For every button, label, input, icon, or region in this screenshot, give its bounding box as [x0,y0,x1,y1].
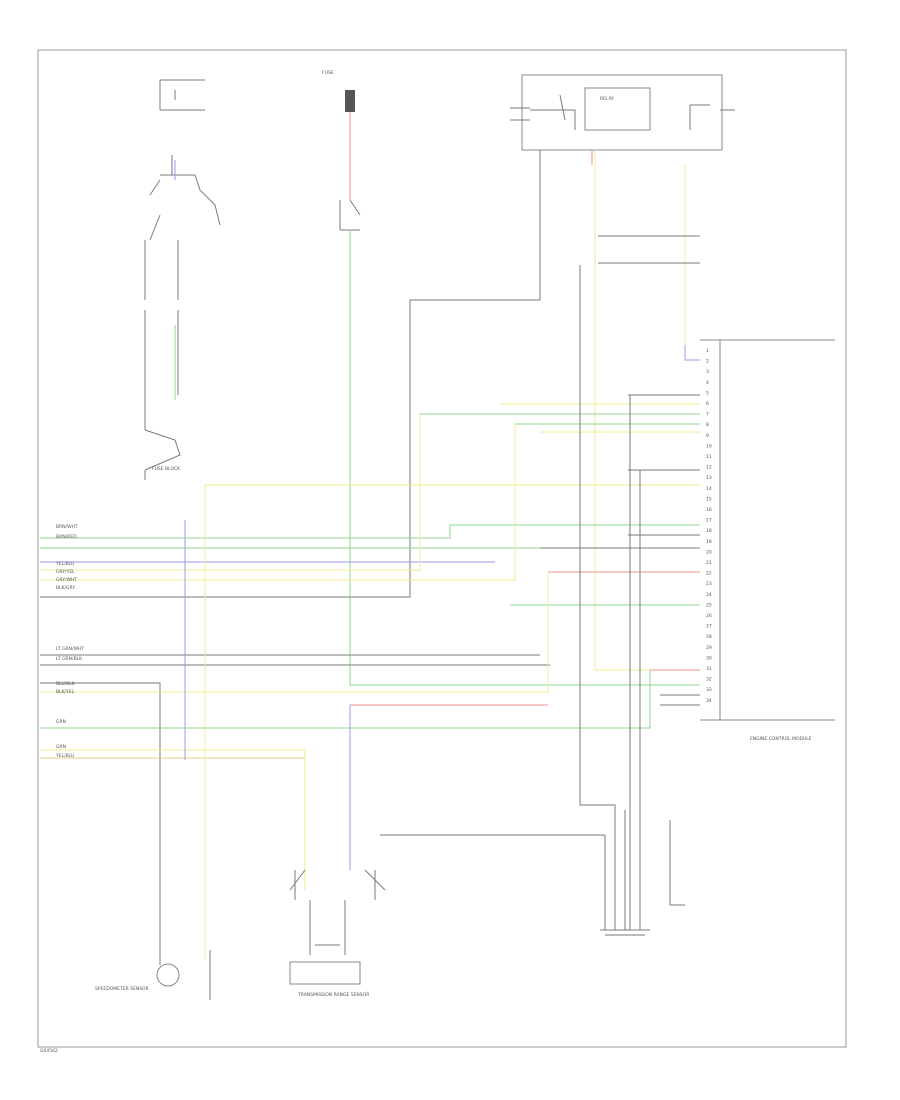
pcm-pin-number: 4 [706,380,709,386]
transmission-range-sensor: TRANSMISSION RANGE SENSOR [289,869,386,998]
wire-color-label: BRN/RED [56,534,77,540]
pcm-pin-number: 11 [706,454,712,460]
pcm-pin-number: 25 [706,602,712,608]
relay-label: RELAY [600,96,614,102]
pcm-pin-number: 5 [706,390,709,396]
wire-color-label: GRN [56,719,66,725]
pcm-pin-number: 17 [706,518,712,524]
wire-color-label: GRN [56,744,66,750]
fuse-block-cluster: FUSE BLOCK [144,79,221,480]
ground-symbols [600,904,685,936]
pcm-pin-number: 3 [706,369,709,375]
trans-sensor-label: TRANSMISSION RANGE SENSOR [297,992,369,998]
wire-color-label: YEL/BLU [55,561,74,567]
pcm-pin-number: 8 [706,422,709,428]
pcm-pin-number: 27 [706,624,712,630]
pcm-pin-number: 18 [706,528,712,534]
pcm-pin-number: 21 [706,560,712,566]
pcm-pin-number: 13 [706,475,712,481]
pcm-pin-number: 34 [706,698,712,704]
relay-box: RELAY [510,74,735,151]
pcm-pin-number: 1 [706,348,709,354]
wire-color-label: GRY/YEL [56,569,75,575]
footer-code: G04562 [40,1048,58,1054]
diagram-border [37,49,847,1048]
pcm-pin-number: 7 [706,412,709,418]
wire-color-label: LT GRN/WHT [56,646,84,652]
pcm-pin-number: 6 [706,401,709,407]
wire-color-label: LT GRN/BLK [56,656,83,662]
pcm-pin-number: 16 [706,507,712,513]
fuse-block-label: FUSE BLOCK [152,466,181,472]
pcm-label: ENGINE CONTROL MODULE [750,736,812,742]
pcm-pin-numbers: 1234567891011121314151617181920212223242… [706,348,712,704]
pcm-pin-number: 26 [706,613,712,619]
pcm-pin-number: 9 [706,433,709,439]
pcm-pin-number: 32 [706,677,712,683]
wire-color-label: YEL/BLU [55,753,74,759]
pcm-pin-number: 29 [706,645,712,651]
wire-color-label: GRY/WHT [56,577,77,583]
speedometer-sensor: SPEEDOMETER SENSOR [95,930,211,1000]
wire-color-label: BLK/GRY [56,585,75,591]
wire-labels-left: BRN/WHT BRN/RED YEL/BLU GRY/YEL GRY/WHT BLK/G… [55,524,84,759]
pcm-pin-number: 15 [706,496,712,502]
top-fuse-label: FUSE [322,70,334,76]
pcm-pin-number: 31 [706,666,712,672]
pcm-pin-number: 14 [706,486,712,492]
pcm-pin-number: 24 [706,592,712,598]
top-fuse-cluster: FUSE [322,70,361,685]
pcm-pin-number: 30 [706,655,712,661]
pcm-connector: ENGINE CONTROL MODULE [700,339,835,742]
pcm-pin-number: 33 [706,687,712,693]
speed-sensor-label: SPEEDOMETER SENSOR [95,986,149,992]
pcm-pin-number: 2 [706,359,709,365]
pcm-pin-number: 10 [706,443,712,449]
wire-color-label: BLU/BLK [56,681,76,687]
wire-color-label: BLK/YEL [56,689,75,695]
pcm-pin-number: 22 [706,571,712,577]
pcm-pin-number: 23 [706,581,712,587]
pcm-pin-number: 12 [706,465,712,471]
pcm-pin-number: 28 [706,634,712,640]
wire-color-label: BRN/WHT [56,524,78,530]
pcm-pin-number: 19 [706,539,712,545]
pcm-pin-number: 20 [706,549,712,555]
